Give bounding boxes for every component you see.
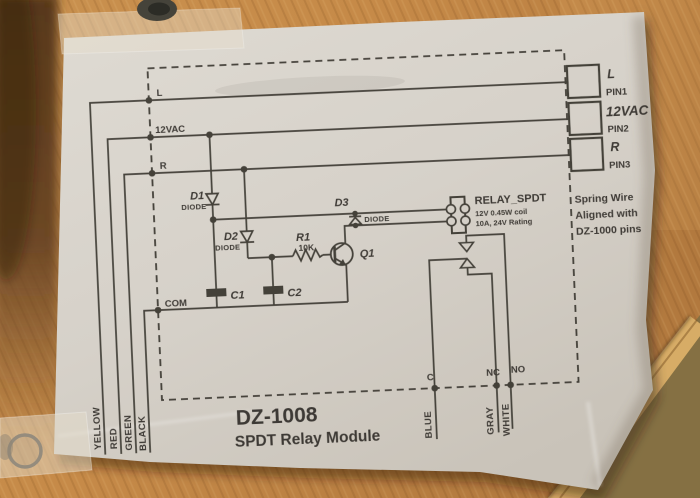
wire-label-yellow: YELLOW [91,407,104,450]
module-subtitle: SPDT Relay Module [235,428,382,451]
terminal-nc-label: NC [486,367,500,379]
rail-label-r: R [160,161,167,172]
tape-bottom-left [0,411,93,479]
wire-black [143,309,159,453]
pin1-number: PIN1 [606,86,628,98]
junction-dot [145,97,153,104]
junction-dot [431,384,439,392]
wire-label-gray: GRAY [485,406,497,435]
transistor-q1-symbol [329,242,354,266]
schematic: L 12VAC R COM L PIN1 12VAC PIN2 R PIN3 S… [89,49,649,455]
junction-dot [352,210,358,217]
wire-no [465,233,514,429]
wire-label-white: WHITE [500,403,512,436]
pin3-box [568,136,605,173]
wire-c-common [428,257,468,440]
junction-dot [268,253,276,261]
pin2-box [567,100,603,137]
wire-c1 [212,219,218,308]
wire-green [123,172,153,454]
d1-ref: D1 [190,190,205,203]
wire-label-red: RED [108,428,120,450]
paper-corner-crease [586,401,602,487]
wire-label-black: BLACK [137,415,150,451]
wire-c2 [271,257,275,306]
junction-dot [352,222,359,229]
rail-label-l: L [156,88,162,99]
rail-label-12vac: 12VAC [155,124,186,136]
resistor-r1-symbol [292,247,324,263]
wire-collector [343,220,447,243]
rail-r [152,154,571,175]
pin1-name: L [607,67,615,81]
relay-coil-lug [460,215,471,227]
d1-type: DIODE [181,202,207,212]
module-title: DZ-1008 [235,403,318,430]
relay-ref: RELAY_SPDT [474,192,546,207]
c2-ref: C2 [287,287,302,300]
terminal-no-label: NO [511,364,526,376]
wire-node-to-coil [213,208,446,221]
junction-dot [240,165,248,173]
wire-d2 [243,169,249,259]
wire-label-blue: BLUE [423,411,435,439]
pin3-number: PIN3 [609,159,631,171]
transistor-q1-emitter-arrow [339,259,347,266]
rail-label-com: COM [165,298,188,310]
rail-com [158,301,348,312]
pin2-number: PIN2 [607,123,629,135]
wood-shadow-topleft [0,0,36,280]
diode-d2-bar [240,241,255,244]
diode-d1-symbol [204,192,220,207]
junction-dot [154,306,162,314]
wire-red [106,136,151,454]
module-boundary [146,49,580,402]
junction-dot [493,382,500,389]
pin-note-line1: Spring Wire [574,191,633,206]
junction-dot [148,169,156,177]
wire-emitter [345,264,349,302]
wire-yellow [89,99,149,455]
terminal-c-label: C [427,372,434,383]
relay-coil-lug [445,203,457,215]
diode-d2-symbol [239,230,255,244]
relay-coil-lug [446,215,457,227]
d3-ref: D3 [334,197,349,210]
junction-dot [209,216,217,223]
cap-c1-symbol [206,288,227,298]
rail-12vac [150,118,570,139]
q1-ref: Q1 [360,248,375,261]
r1-ref: R1 [296,231,311,244]
c1-ref: C1 [230,289,245,302]
screw-head-center [148,2,170,16]
d2-type: DIODE [215,243,241,253]
d3-type: DIODE [364,214,390,224]
paper [54,12,655,490]
relay-coil-spec: 12V 0.45W coil [475,207,527,218]
pin1-box [565,63,602,100]
relay-coil-lug [459,203,471,215]
junction-dot [206,131,213,139]
paper-crease [57,410,251,438]
junction-dot [507,381,514,389]
diode-d1-bar [205,203,220,206]
junction-dot [147,134,154,141]
r1-value: 10K [298,242,315,253]
wire-label-green: GREEN [123,415,136,451]
foreground-details [0,0,245,479]
tape-top [57,7,245,55]
pin2-name: 12VAC [606,103,649,120]
pin-note-line2: Aligned with [575,207,638,222]
d2-ref: D2 [224,231,239,244]
pin3-name: R [610,140,620,154]
relay-coil-body [449,195,468,235]
pin-note-line3: DZ-1000 pins [576,223,642,238]
cap-c2-symbol [263,285,284,295]
rail-l [148,81,568,102]
transistor-q1-base-bar [333,246,337,263]
wire-nc [466,267,500,433]
relay-rating: 10A, 24V Rating [475,217,532,228]
paper-right-edge-shade [591,15,659,490]
